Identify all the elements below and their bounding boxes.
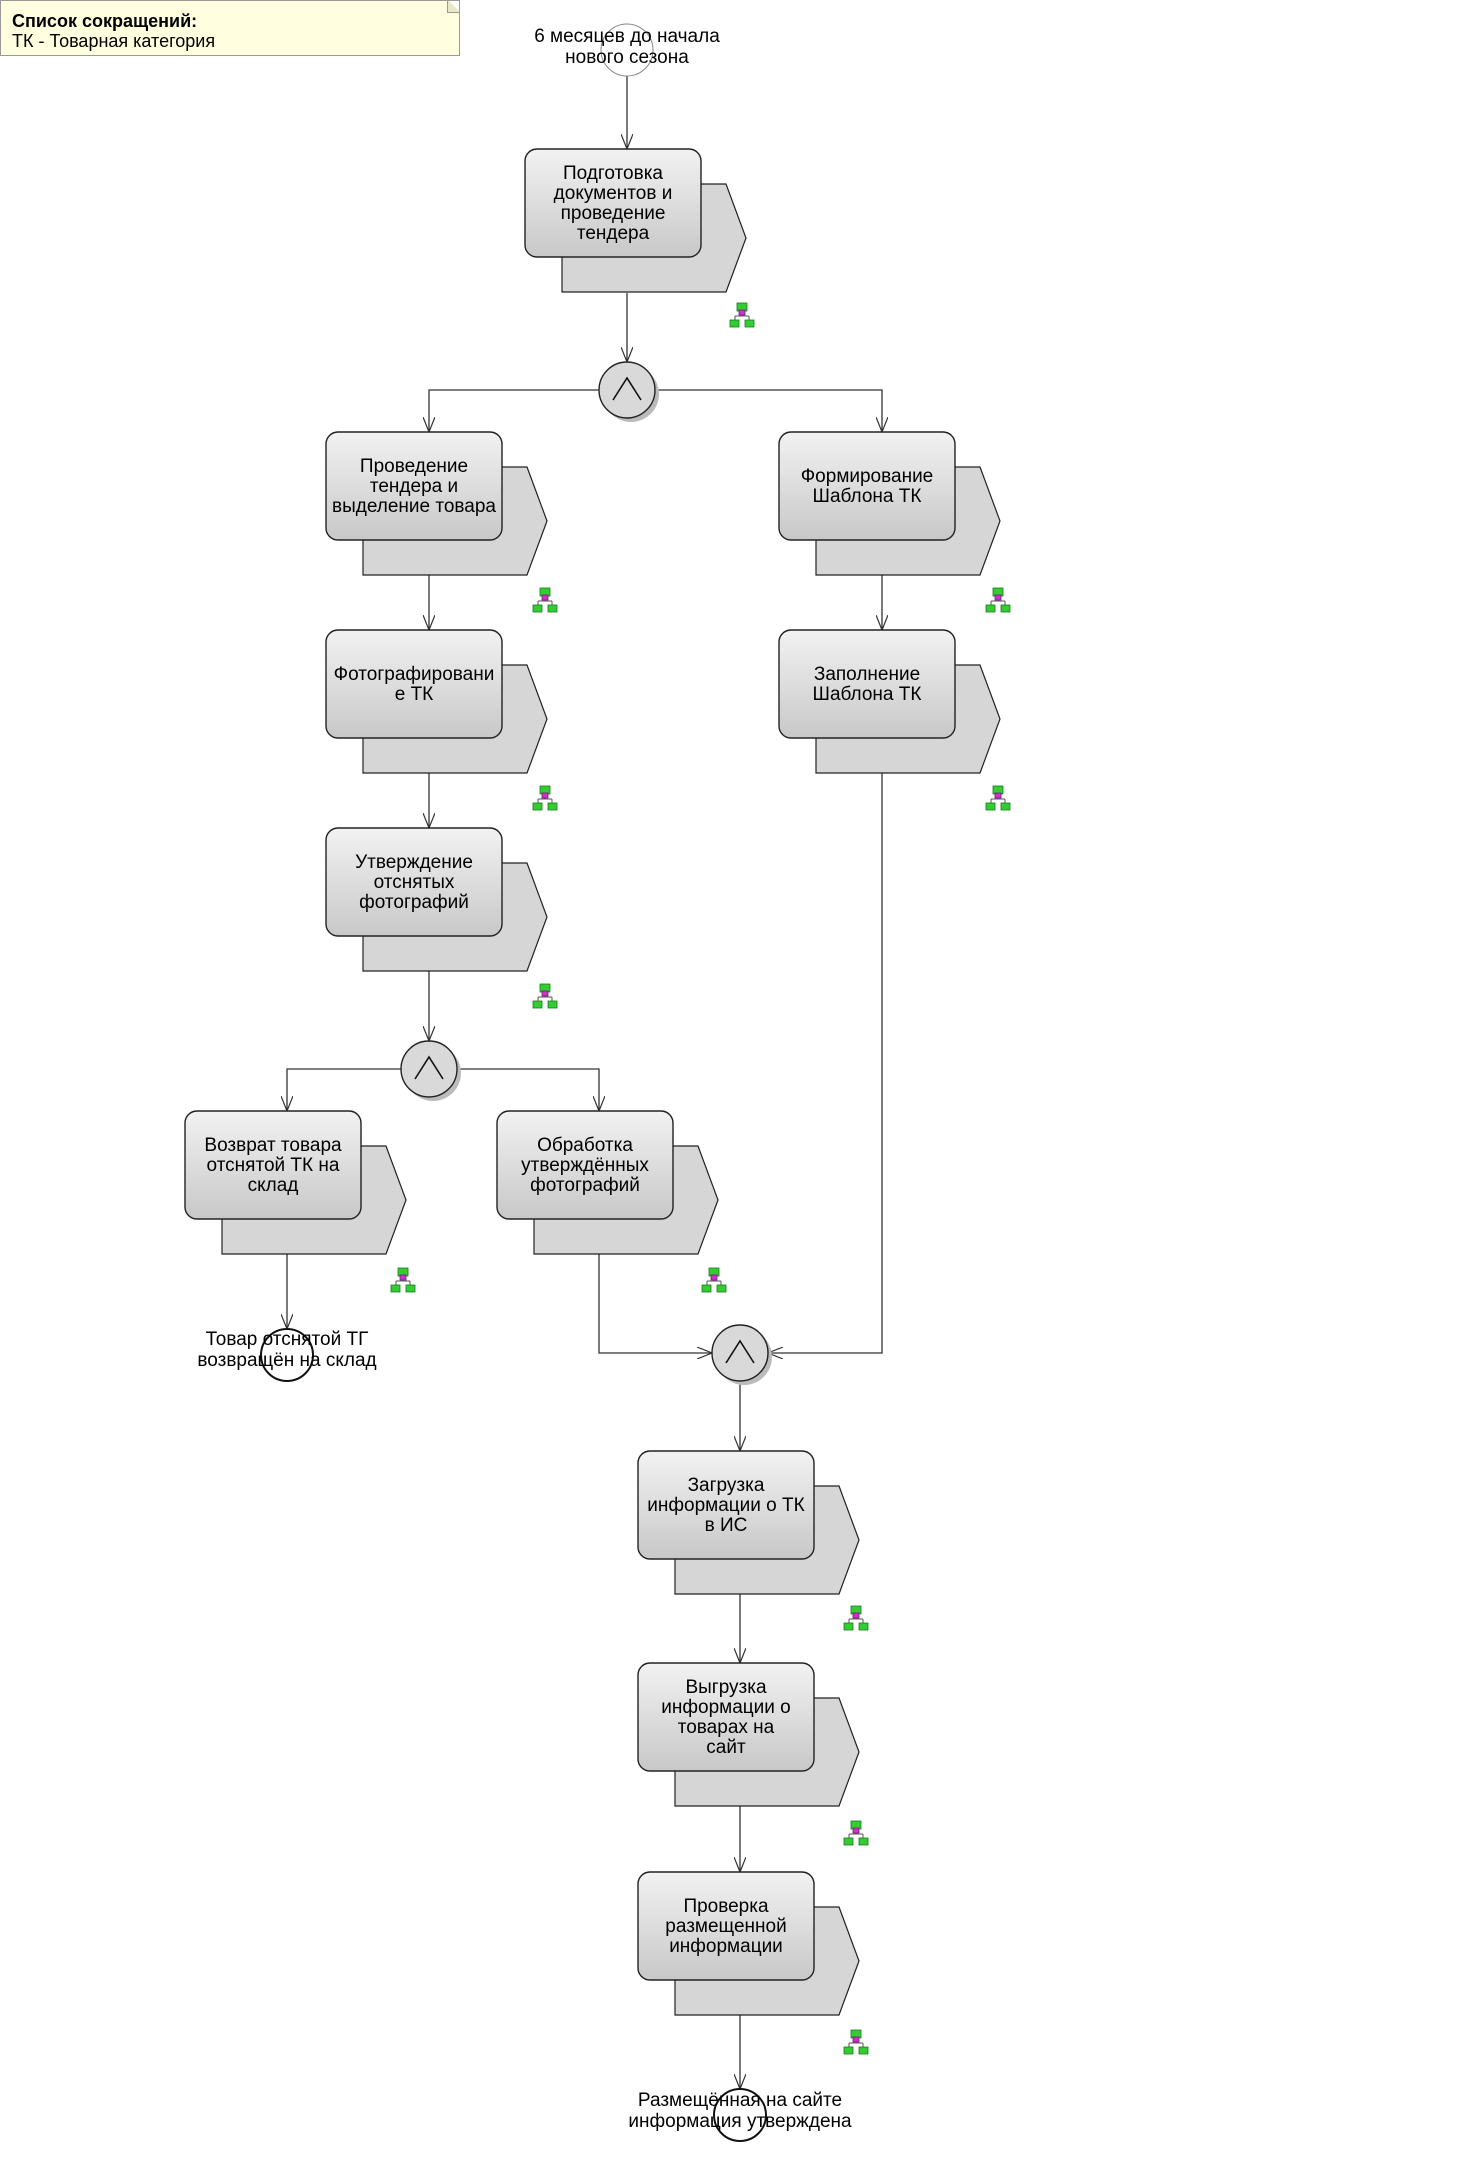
function-box (496, 1110, 674, 1220)
abbreviations-title: Список сокращений: (12, 11, 198, 31)
process-hierarchy-icon[interactable] (843, 2029, 869, 2055)
process-hierarchy-icon[interactable] (532, 983, 558, 1009)
function-label-line: документов и (554, 183, 673, 204)
function-label-line: Возврат товара (204, 1135, 342, 1156)
function-label-line: утверждённых (521, 1155, 649, 1176)
event-circle (600, 23, 654, 77)
function-label-line: Выгрузка (685, 1677, 767, 1698)
process-hierarchy-icon[interactable] (701, 1267, 727, 1293)
and-connector-j3[interactable] (711, 1324, 772, 1385)
function-label-line: информации о ТК (647, 1495, 804, 1516)
process-hierarchy-icon[interactable] (532, 587, 558, 613)
function-label-line: Шаблона ТК (813, 684, 922, 705)
and-connector-j2[interactable] (400, 1040, 461, 1101)
process-hierarchy-icon[interactable] (729, 302, 755, 328)
function-label-line: Проверка (683, 1896, 769, 1917)
function-label-line: Подготовка (563, 163, 663, 184)
function-box (325, 431, 503, 541)
flow-arrow (429, 389, 599, 432)
function-label-line: склад (248, 1175, 299, 1196)
function-label-line: проведение (561, 203, 666, 224)
note-folded-corner (447, 1, 459, 13)
function-label-line: фотографий (359, 892, 469, 913)
event-label-line: возвращён на склад (197, 1350, 376, 1371)
function-label-line: Обработка (537, 1135, 633, 1156)
function-label-line: выделение товара (332, 496, 496, 517)
function-box (637, 1871, 815, 1981)
function-box (325, 827, 503, 937)
flow-arrow (287, 1068, 401, 1111)
event-label-line: Размещённая на сайте (638, 2090, 842, 2111)
function-box (325, 629, 503, 739)
function-label-line: тендера (577, 223, 650, 244)
process-hierarchy-icon[interactable] (843, 1820, 869, 1846)
flow-arrow (655, 389, 882, 432)
function-label-line: информации (669, 1936, 783, 1957)
process-hierarchy-icon[interactable] (843, 1605, 869, 1631)
and-symbol (414, 1055, 444, 1080)
function-label-line: фотографий (530, 1175, 640, 1196)
process-hierarchy-icon[interactable] (390, 1267, 416, 1293)
event-label-line: Товар отснятой ТГ (206, 1329, 369, 1350)
event-circle (260, 1328, 314, 1382)
function-label-line: отснятой ТК на (207, 1155, 340, 1176)
function-label-line: Загрузка (688, 1475, 765, 1496)
function-box (524, 148, 702, 258)
function-label-line: Шаблона ТК (813, 486, 922, 507)
function-box (778, 629, 956, 739)
process-hierarchy-icon[interactable] (985, 785, 1011, 811)
abbreviation-entry: ТК - Товарная категория (12, 31, 216, 51)
and-symbol (725, 1339, 755, 1364)
function-label-line: отснятых (374, 872, 455, 893)
function-label-line: Заполнение (814, 664, 920, 685)
and-connector-j1[interactable] (598, 361, 659, 422)
process-hierarchy-icon[interactable] (985, 587, 1011, 613)
flow-arrow (768, 773, 883, 1353)
function-box (637, 1662, 815, 1772)
function-label-line: Проведение (360, 456, 468, 477)
flow-arrow (598, 1254, 712, 1353)
function-label-line: сайт (706, 1737, 746, 1758)
function-label-line: в ИС (705, 1515, 748, 1536)
abbreviations-note: Список сокращений: ТК - Товарная категор… (0, 0, 460, 56)
function-box (778, 431, 956, 541)
event-label-line: информация утверждена (628, 2111, 852, 2132)
function-label-line: размещенной (665, 1916, 786, 1937)
event-label-line: 6 месяцев до начала (534, 26, 720, 47)
event-label-line: нового сезона (565, 47, 689, 68)
function-label-line: товарах на (678, 1717, 775, 1738)
and-symbol (612, 376, 642, 401)
function-label-line: Утверждение (355, 852, 473, 873)
connector-circle (400, 1040, 458, 1098)
process-hierarchy-icon[interactable] (532, 785, 558, 811)
function-label-line: е ТК (395, 684, 434, 705)
connector-circle (711, 1324, 769, 1382)
flow-arrow (457, 1068, 599, 1111)
connections-layer (287, 76, 882, 2089)
function-box (637, 1450, 815, 1560)
function-label-line: тендера и (370, 476, 458, 497)
function-box (184, 1110, 362, 1220)
function-label-line: Фотографировани (334, 664, 495, 685)
event-circle (713, 2088, 767, 2142)
connector-circle (598, 361, 656, 419)
function-label-line: Формирование (801, 466, 934, 487)
function-label-line: информации о (661, 1697, 790, 1718)
